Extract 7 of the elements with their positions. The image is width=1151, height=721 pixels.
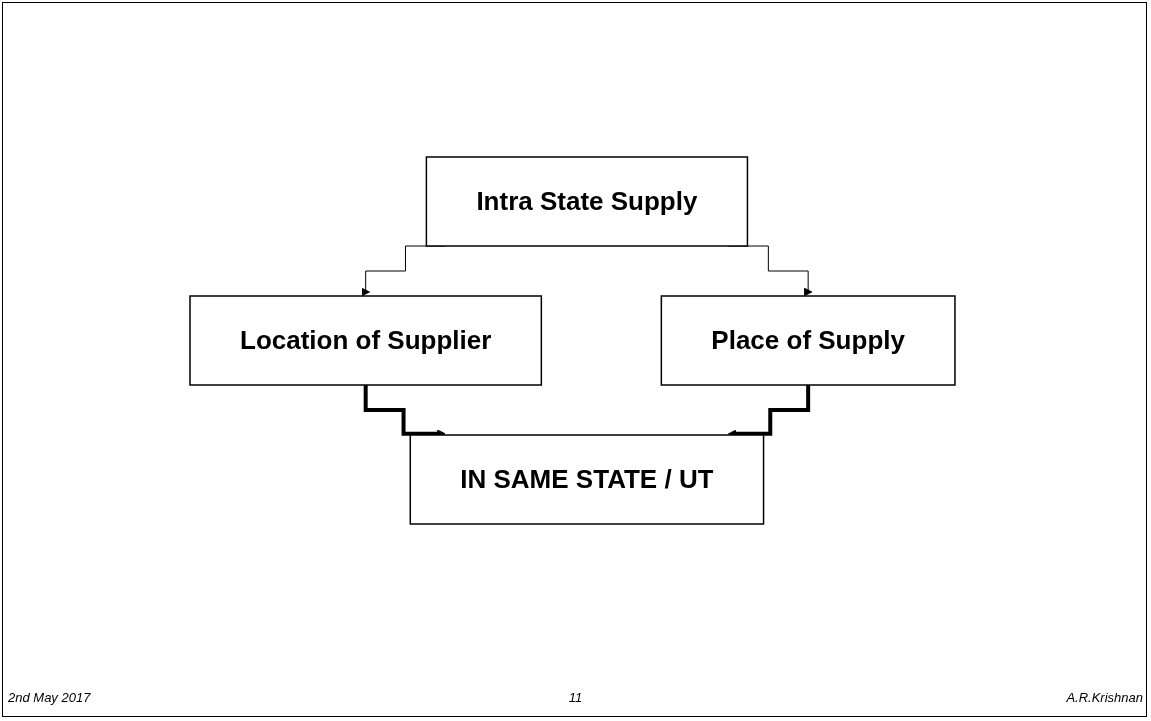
node-box: IN SAME STATE / UT <box>409 433 765 525</box>
footer-text: A.R.Krishnan <box>1066 690 1143 705</box>
page-number: 11 <box>568 690 583 705</box>
node-box: Place of Supply <box>660 294 956 386</box>
node-box: Location of Supplier <box>189 294 543 386</box>
footer-text: 2nd May 2017 <box>8 690 91 705</box>
node-box: Intra State Supply <box>425 155 749 247</box>
